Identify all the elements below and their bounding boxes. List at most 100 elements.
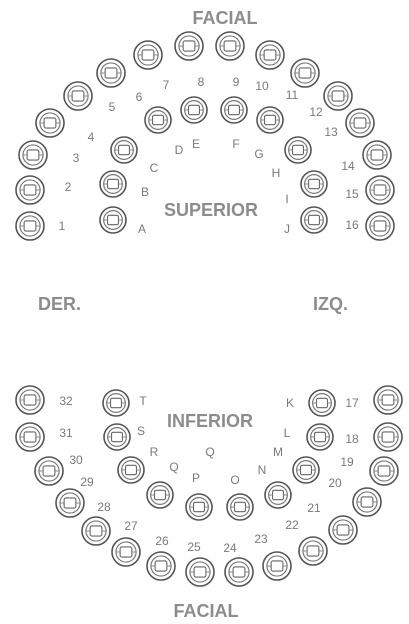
lower-number-31: 31 — [59, 426, 73, 440]
upper-tooth-11[interactable] — [290, 58, 320, 88]
upper-primary-tooth-E[interactable] — [180, 96, 208, 124]
upper-primary-letter-B: B — [141, 185, 149, 199]
upper-tooth-10[interactable] — [255, 40, 285, 70]
upper-tooth-13[interactable] — [345, 108, 375, 138]
upper-primary-tooth-C[interactable] — [110, 136, 138, 164]
upper-number-11: 11 — [286, 88, 299, 102]
lower-tooth-23[interactable] — [262, 551, 292, 581]
upper-number-8: 8 — [198, 75, 205, 89]
upper-tooth-8[interactable] — [174, 31, 204, 61]
lower-tooth-22[interactable] — [298, 536, 328, 566]
lower-number-25: 25 — [187, 540, 201, 554]
upper-number-15: 15 — [345, 187, 359, 201]
facial-top-label: FACIAL — [193, 8, 258, 28]
upper-tooth-3[interactable] — [18, 140, 48, 170]
lower-tooth-30[interactable] — [34, 456, 64, 486]
lower-number-24: 24 — [223, 541, 237, 555]
lower-primary-letter-Q-center: Q — [205, 445, 214, 459]
upper-primary-letter-D: D — [175, 143, 184, 157]
upper-tooth-6[interactable] — [96, 58, 126, 88]
upper-primary-tooth-J[interactable] — [300, 206, 328, 234]
upper-tooth-14[interactable] — [362, 140, 392, 170]
lower-number-19: 19 — [340, 455, 354, 469]
upper-primary-letter-J: J — [284, 222, 290, 236]
lower-tooth-27[interactable] — [111, 537, 141, 567]
upper-tooth-5[interactable] — [63, 81, 93, 111]
lower-number-27: 27 — [124, 519, 138, 533]
upper-number-5: 5 — [109, 100, 116, 114]
lower-tooth-32[interactable] — [15, 385, 45, 415]
lower-tooth-25[interactable] — [185, 557, 215, 587]
lower-primary-tooth-L[interactable] — [306, 423, 334, 451]
inferior-label: INFERIOR — [167, 411, 253, 431]
lower-tooth-19[interactable] — [369, 456, 399, 486]
upper-tooth-2[interactable] — [15, 175, 45, 205]
upper-primary-tooth-I[interactable] — [300, 170, 328, 198]
upper-primary-letter-I: I — [285, 192, 288, 206]
upper-tooth-7[interactable] — [133, 40, 163, 70]
lower-primary-tooth-T[interactable] — [102, 389, 130, 417]
lower-primary-tooth-P[interactable] — [185, 493, 213, 521]
lower-primary-tooth-S[interactable] — [103, 423, 131, 451]
lower-primary-letter-R: R — [150, 445, 159, 459]
lower-tooth-18[interactable] — [373, 422, 403, 452]
lower-primary-letter-O: O — [230, 473, 239, 487]
facial-bottom-label: FACIAL — [174, 601, 239, 621]
upper-primary-tooth-A[interactable] — [99, 206, 127, 234]
upper-primary-tooth-G[interactable] — [256, 106, 284, 134]
upper-tooth-12[interactable] — [323, 81, 353, 111]
upper-number-14: 14 — [341, 159, 355, 173]
lower-tooth-17[interactable] — [373, 385, 403, 415]
upper-number-7: 7 — [163, 78, 170, 92]
der-label: DER. — [38, 294, 81, 314]
lower-tooth-28[interactable] — [81, 516, 111, 546]
lower-primary-tooth-O[interactable] — [226, 493, 254, 521]
upper-number-16: 16 — [345, 218, 359, 232]
lower-primary-tooth-N[interactable] — [264, 481, 292, 509]
lower-primary-letter-L: L — [284, 426, 291, 440]
lower-primary-letter-T: T — [139, 394, 147, 408]
lower-primary-tooth-M[interactable] — [292, 456, 320, 484]
lower-number-20: 20 — [328, 476, 342, 490]
lower-number-22: 22 — [285, 518, 299, 532]
lower-number-18: 18 — [345, 432, 359, 446]
lower-number-17: 17 — [345, 396, 359, 410]
lower-number-32: 32 — [59, 394, 73, 408]
upper-number-1: 1 — [59, 219, 66, 233]
lower-primary-tooth-K[interactable] — [308, 389, 336, 417]
lower-number-29: 29 — [80, 475, 94, 489]
upper-number-2: 2 — [65, 180, 72, 194]
lower-primary-letter-N: N — [258, 463, 267, 477]
upper-primary-tooth-F[interactable] — [220, 96, 248, 124]
lower-tooth-26[interactable] — [146, 551, 176, 581]
lower-tooth-31[interactable] — [15, 422, 45, 452]
upper-primary-letter-A: A — [138, 222, 146, 236]
lower-number-21: 21 — [307, 501, 321, 515]
lower-tooth-29[interactable] — [55, 488, 85, 518]
superior-label: SUPERIOR — [164, 200, 258, 220]
upper-primary-tooth-H[interactable] — [284, 136, 312, 164]
lower-tooth-20[interactable] — [352, 487, 382, 517]
upper-tooth-9[interactable] — [215, 31, 245, 61]
upper-primary-letter-H: H — [272, 166, 281, 180]
upper-tooth-1[interactable] — [15, 211, 45, 241]
upper-number-10: 10 — [255, 79, 269, 93]
lower-tooth-21[interactable] — [328, 515, 358, 545]
upper-primary-letter-C: C — [150, 161, 159, 175]
upper-number-6: 6 — [136, 90, 143, 104]
upper-number-9: 9 — [233, 75, 240, 89]
upper-tooth-16[interactable] — [365, 211, 395, 241]
lower-primary-letter-S: S — [137, 424, 145, 438]
izq-label: IZQ. — [313, 294, 348, 314]
upper-primary-tooth-D[interactable] — [144, 106, 172, 134]
lower-primary-letter-M: M — [273, 445, 283, 459]
lower-number-30: 30 — [69, 453, 83, 467]
lower-primary-tooth-Q[interactable] — [146, 481, 174, 509]
upper-tooth-4[interactable] — [35, 108, 65, 138]
upper-primary-letter-F: F — [232, 137, 239, 151]
upper-tooth-15[interactable] — [365, 175, 395, 205]
upper-primary-tooth-B[interactable] — [99, 170, 127, 198]
lower-primary-tooth-R[interactable] — [117, 456, 145, 484]
lower-tooth-24[interactable] — [224, 557, 254, 587]
